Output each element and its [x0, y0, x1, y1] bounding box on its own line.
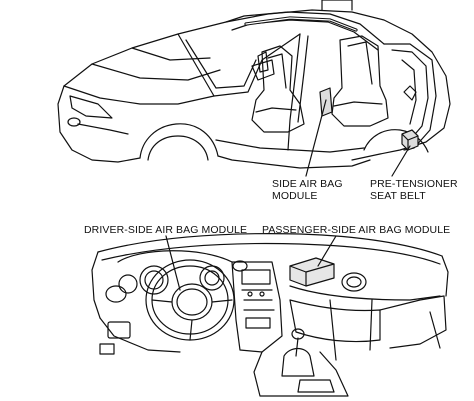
- driver-seat: [251, 45, 305, 133]
- center-console: [253, 351, 349, 397]
- passenger-airbag-module: [289, 257, 335, 287]
- lower-dash-left: [99, 317, 181, 353]
- speedometer: [199, 265, 225, 291]
- passenger-airbag-label-text: PASSENGER-SIDE AIR BAG MODULE: [262, 224, 451, 236]
- windshield: [177, 33, 301, 97]
- driver-airbag-label-text: DRIVER-SIDE AIR BAG MODULE: [84, 224, 248, 236]
- passenger-seat: [331, 35, 389, 127]
- headlight: [69, 95, 113, 119]
- side-airbag-label-line2: MODULE: [272, 190, 318, 202]
- left-switch-panel: [107, 321, 131, 339]
- driver-airbag-label: DRIVER-SIDE AIR BAG MODULE: [84, 224, 247, 236]
- side-airbag-label: SIDE AIR BAG MODULE: [272, 178, 343, 202]
- passenger-airbag-label: PASSENGER-SIDE AIR BAG MODULE: [262, 224, 450, 236]
- shift-boot: [281, 347, 315, 377]
- pretensioner-label: PRE-TENSIONER SEAT BELT: [370, 178, 458, 202]
- side-airbag-leader: [305, 99, 327, 177]
- top-leader-bracket: [321, 0, 353, 11]
- rear-wheel-arch: [363, 129, 429, 153]
- pretensioner-label-line2: SEAT BELT: [370, 190, 426, 202]
- driver-airbag-leader: [165, 235, 181, 291]
- passenger-airbag-leader: [317, 235, 337, 267]
- dashboard-top: [97, 233, 443, 257]
- left-vent: [105, 285, 127, 303]
- car-body-outline: [63, 9, 451, 161]
- center-vent-left: [232, 260, 248, 272]
- glove-box: [289, 299, 381, 343]
- door-sill: [217, 155, 371, 169]
- right-vent: [341, 272, 367, 292]
- shift-lever: [295, 337, 299, 357]
- instrument-hood: [117, 250, 233, 263]
- front-wheel: [147, 135, 209, 161]
- pretensioner-label-line1: PRE-TENSIONER: [370, 178, 458, 190]
- front-wheel-arch: [139, 123, 219, 159]
- center-stack: [231, 261, 283, 353]
- pretensioner-leader: [391, 145, 411, 177]
- front-emblem: [67, 117, 81, 127]
- side-airbag-label-line1: SIDE AIR BAG: [272, 178, 343, 190]
- tachometer: [139, 265, 169, 295]
- b-pillar: [287, 33, 301, 151]
- car-front-bumper: [57, 85, 141, 163]
- roof-rail: [225, 11, 385, 45]
- radio-unit: [241, 269, 271, 285]
